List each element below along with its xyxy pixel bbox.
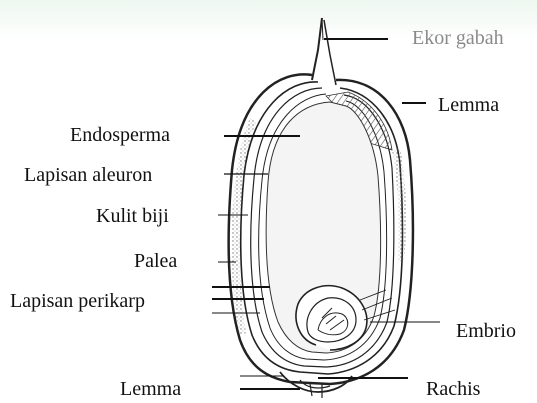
label-kulit-biji: Kulit biji [96,205,169,227]
label-lemma-top: Lemma [438,94,499,116]
label-ekor-gabah: Ekor gabah [412,27,504,49]
label-rachis: Rachis [426,378,480,400]
label-lapisan-perikarp: Lapisan perikarp [10,290,145,312]
label-embrio: Embrio [456,320,516,342]
awn [312,18,336,85]
label-lapisan-aleuron: Lapisan aleuron [24,164,152,186]
label-endosperma: Endosperma [70,124,170,146]
grain-base [280,372,352,398]
label-palea: Palea [134,250,177,272]
label-lemma-bottom: Lemma [120,378,181,400]
